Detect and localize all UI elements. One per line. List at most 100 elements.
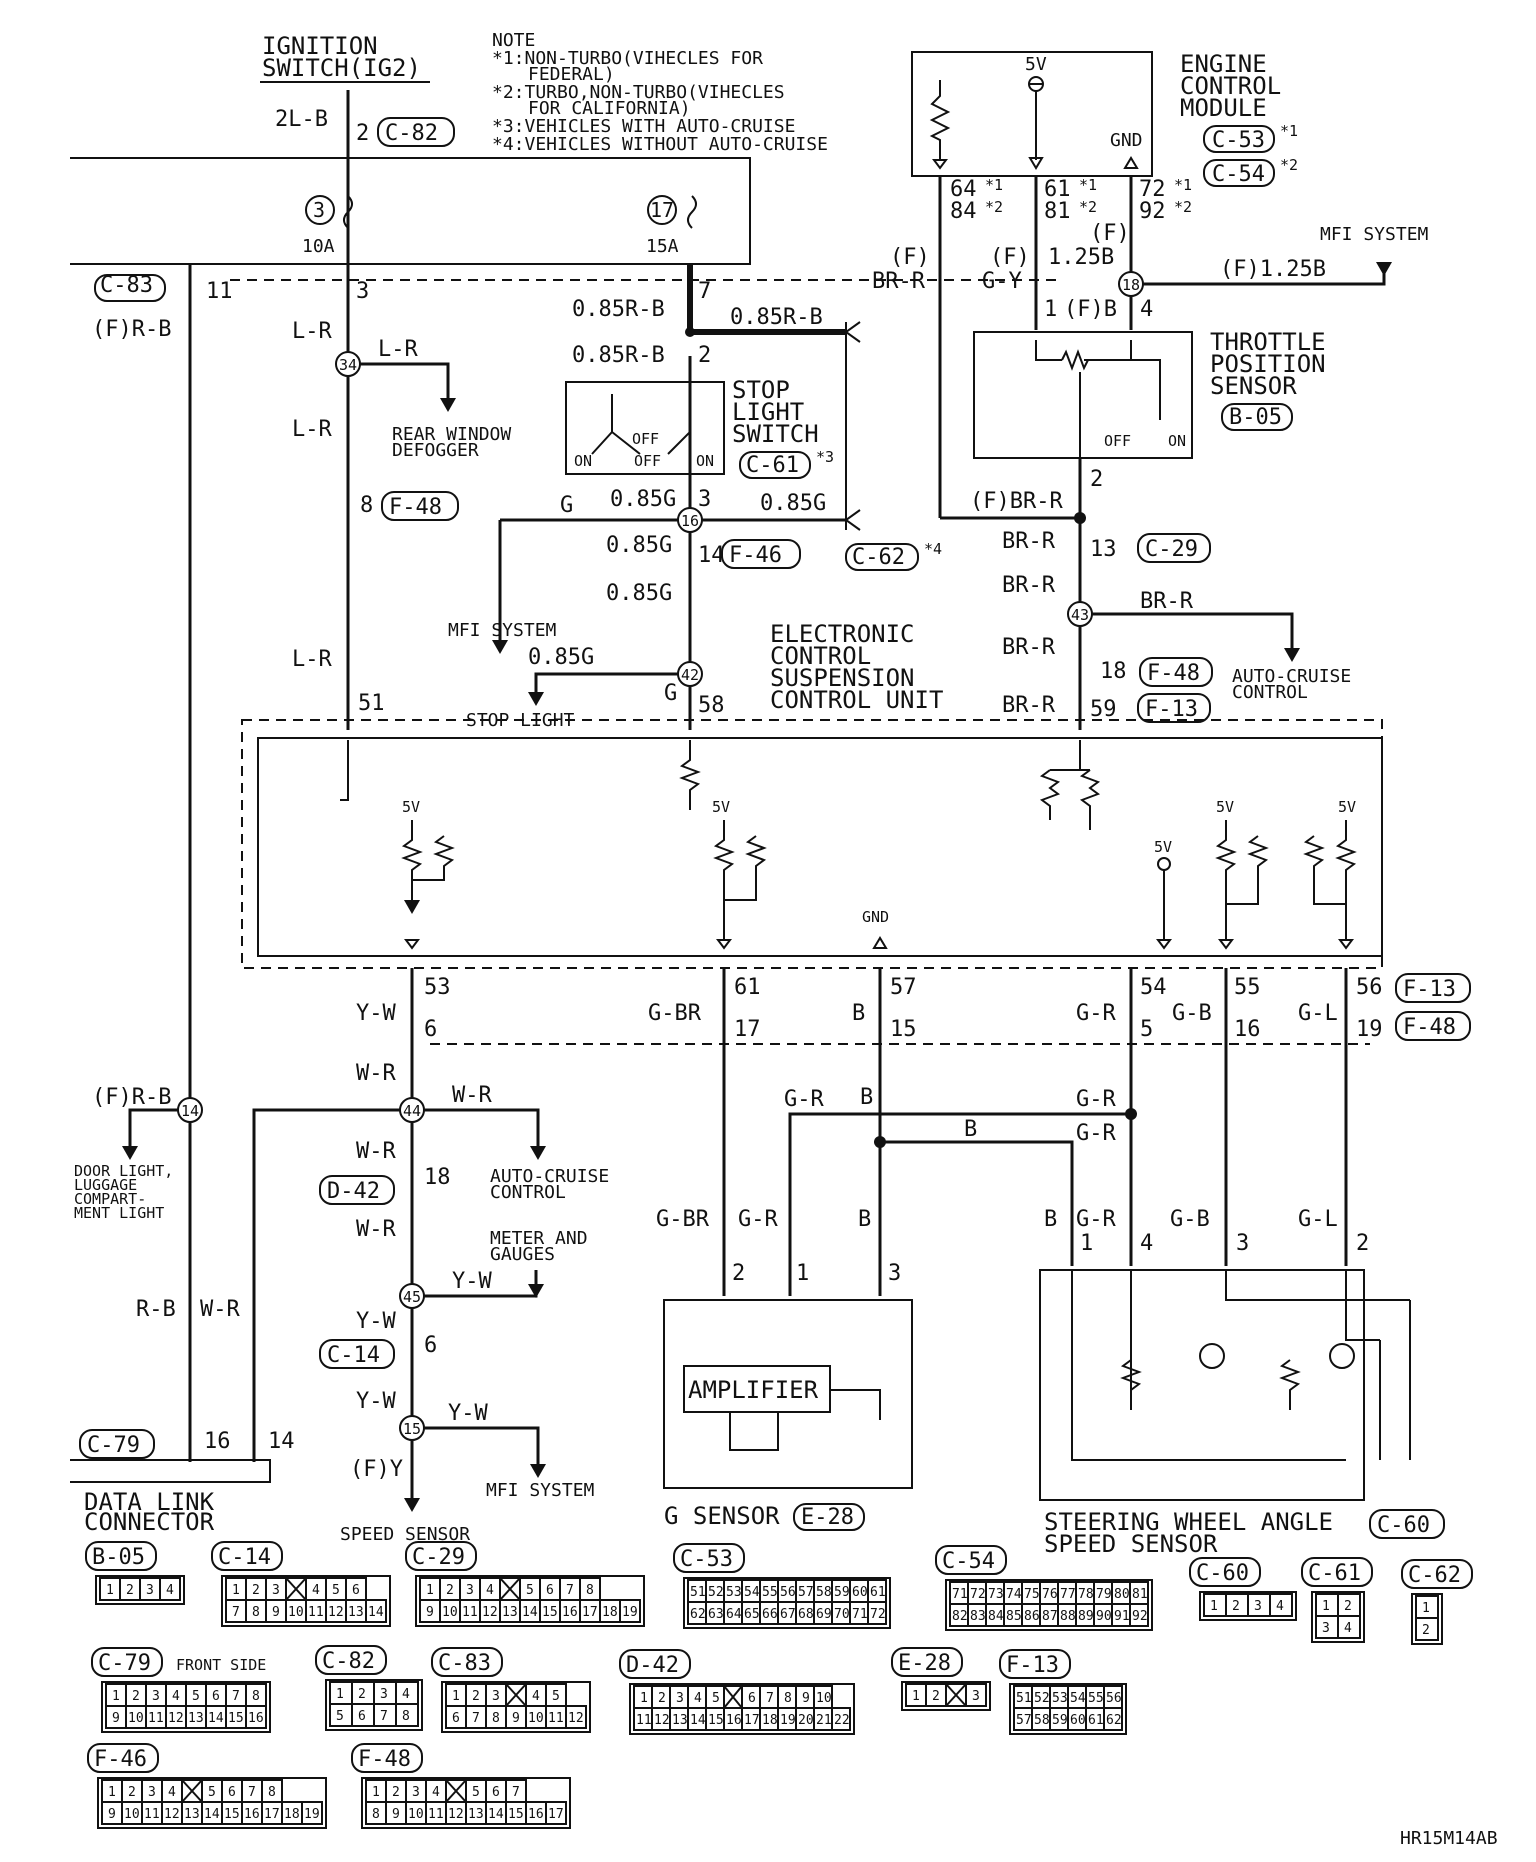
pin: 2 — [1422, 1623, 1430, 1638]
pin: 1 — [372, 1785, 380, 1800]
svg-text:G-R: G-R — [738, 1207, 778, 1232]
svg-text:2: 2 — [1090, 467, 1103, 492]
ecm-label-1: ENGINE — [1180, 50, 1267, 78]
svg-text:17: 17 — [734, 1017, 761, 1042]
pin: 2 — [1232, 1599, 1240, 1614]
pin: 13 — [672, 1713, 688, 1728]
pin: 7 — [232, 1689, 240, 1704]
svg-text:(F)B: (F)B — [1064, 297, 1117, 322]
pin: 1 — [232, 1583, 240, 1598]
svg-text:Y-W: Y-W — [356, 1001, 396, 1026]
svg-text:OFF: OFF — [634, 452, 661, 470]
pin: 2 — [446, 1583, 454, 1598]
pin: 17 — [264, 1807, 280, 1822]
pin: 12 — [328, 1605, 344, 1620]
pin: 1 — [336, 1687, 344, 1702]
pin: 3 — [380, 1687, 388, 1702]
splice-16: 16 — [681, 512, 699, 530]
connector-label: C-82 — [322, 1649, 375, 1674]
pin: 19 — [622, 1605, 638, 1620]
pin: 1 — [108, 1785, 116, 1800]
svg-text:11: 11 — [206, 279, 233, 304]
pin: 2 — [358, 1687, 366, 1702]
svg-text:14: 14 — [698, 543, 725, 568]
pin: 62 — [690, 1607, 706, 1622]
svg-text:BR-R: BR-R — [1002, 573, 1056, 598]
splice-14: 14 — [181, 1102, 199, 1120]
ignition-switch: IGNITION SWITCH(IG2) — [260, 32, 430, 83]
pin: 74 — [1006, 1587, 1022, 1602]
pin: 18 — [762, 1713, 778, 1728]
pin: 14 — [208, 1711, 224, 1726]
pin: 87 — [1042, 1609, 1058, 1624]
pin: 22 — [834, 1713, 850, 1728]
svg-text:14: 14 — [268, 1429, 295, 1454]
c79-label: C-79 — [87, 1433, 140, 1458]
pin: 11 — [428, 1807, 444, 1822]
pin: 4 — [432, 1785, 440, 1800]
svg-text:1: 1 — [796, 1261, 809, 1286]
pin: 51 — [690, 1585, 706, 1600]
svg-text:4: 4 — [1140, 297, 1153, 322]
svg-text:SUSPENSION: SUSPENSION — [770, 664, 915, 692]
pin: 4 — [486, 1583, 494, 1598]
svg-text:ON: ON — [1168, 432, 1186, 450]
svg-text:L-R: L-R — [292, 647, 332, 672]
pin: 5 — [192, 1689, 200, 1704]
pin: 17 — [582, 1605, 598, 1620]
ecs-label: ELECTRONIC CONTROL SUSPENSION CONTROL UN… — [770, 620, 943, 714]
pin: 76 — [1042, 1587, 1058, 1602]
pin: 8 — [586, 1583, 594, 1598]
pin: 71 — [952, 1587, 968, 1602]
pin: 16 — [528, 1807, 544, 1822]
pin: 8 — [252, 1689, 260, 1704]
note-line-6: *4:VEHICLES WITHOUT AUTO-CRUISE — [492, 134, 828, 155]
connector-label: F-46 — [94, 1747, 147, 1772]
pin: 4 — [172, 1689, 180, 1704]
pin: 10 — [442, 1605, 458, 1620]
pin: 4 — [1276, 1599, 1284, 1614]
svg-text:MFI SYSTEM: MFI SYSTEM — [486, 1480, 595, 1501]
svg-text:ELECTRONIC: ELECTRONIC — [770, 620, 915, 648]
svg-text:2: 2 — [732, 1261, 745, 1286]
svg-text:GAUGES: GAUGES — [490, 1244, 555, 1265]
svg-text:AUTO-CRUISE: AUTO-CRUISE — [490, 1166, 609, 1187]
svg-text:METER AND: METER AND — [490, 1228, 588, 1249]
pin: 2 — [1344, 1599, 1352, 1614]
splice-18: 18 — [1122, 276, 1140, 294]
svg-text:OFF: OFF — [1104, 432, 1131, 450]
svg-text:5: 5 — [1140, 1017, 1153, 1042]
stop-light-switch-circuit: 7 0.85R-B 0.85R-B 0.85R-B 2 ON OFF OFF O… — [448, 264, 942, 731]
pin: 55 — [762, 1585, 778, 1600]
connector-label: F-13 — [1006, 1653, 1059, 1678]
splice-43: 43 — [1071, 606, 1089, 624]
pin: 11 — [548, 1711, 564, 1726]
pin: 70 — [834, 1607, 850, 1622]
wire-r-b: C-83 C-83 11 (F)R-B — [92, 264, 233, 1462]
pin: 14 — [204, 1807, 220, 1822]
pin: 14 — [488, 1807, 504, 1822]
pin: 15 — [224, 1807, 240, 1822]
pin: 57 — [798, 1585, 814, 1600]
svg-text:7: 7 — [698, 279, 711, 304]
steering-sensor-label-2: SPEED SENSOR — [1044, 1530, 1218, 1558]
pin: 18 — [284, 1807, 300, 1822]
svg-text:OFF: OFF — [632, 430, 659, 448]
ecm-label-3: MODULE — [1180, 94, 1267, 122]
pin: 10 — [124, 1807, 140, 1822]
svg-text:G-R: G-R — [1076, 1087, 1116, 1112]
svg-text:W-R: W-R — [452, 1083, 492, 1108]
pin: 91 — [1114, 1609, 1130, 1624]
pin: 3 — [152, 1689, 160, 1704]
pin: 10 — [288, 1605, 304, 1620]
svg-text:2: 2 — [698, 343, 711, 368]
pin: 14 — [690, 1713, 706, 1728]
pin: 15 — [508, 1807, 524, 1822]
svg-text:B: B — [860, 1085, 873, 1110]
svg-text:DOOR LIGHT,: DOOR LIGHT, — [74, 1162, 173, 1180]
svg-text:5V: 5V — [712, 798, 730, 816]
